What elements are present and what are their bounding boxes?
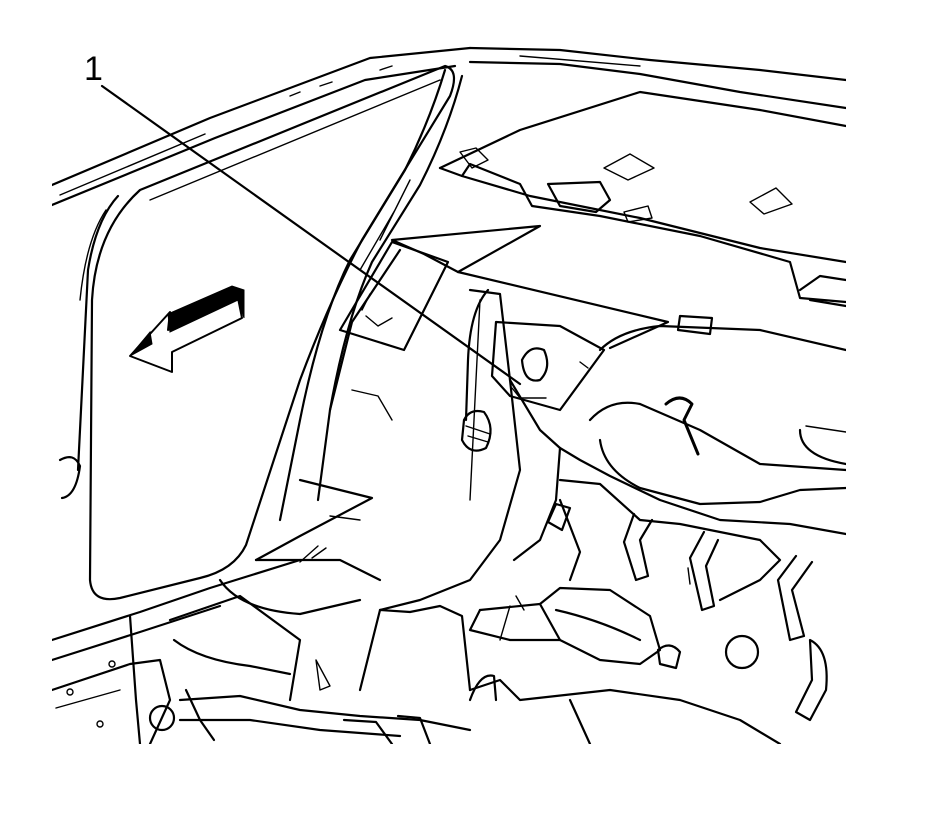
callout-label-1: 1	[84, 50, 103, 88]
bracket-plates	[338, 224, 670, 412]
pillar-structure	[278, 68, 464, 522]
quarter-inner-panel	[315, 288, 562, 692]
floor-pan	[148, 688, 592, 744]
rear-crossmember	[546, 478, 828, 722]
trunk-floor	[558, 314, 846, 536]
exhaust-tunnel	[468, 586, 782, 744]
callout-1-leader-line	[100, 84, 522, 386]
forward-direction-arrow	[129, 285, 245, 373]
rocker-sill	[52, 455, 302, 744]
roof-rail	[52, 46, 846, 207]
wheelhouse	[168, 478, 382, 702]
rear-package-shelf	[438, 90, 846, 308]
quarter-glass-opening	[76, 64, 456, 601]
